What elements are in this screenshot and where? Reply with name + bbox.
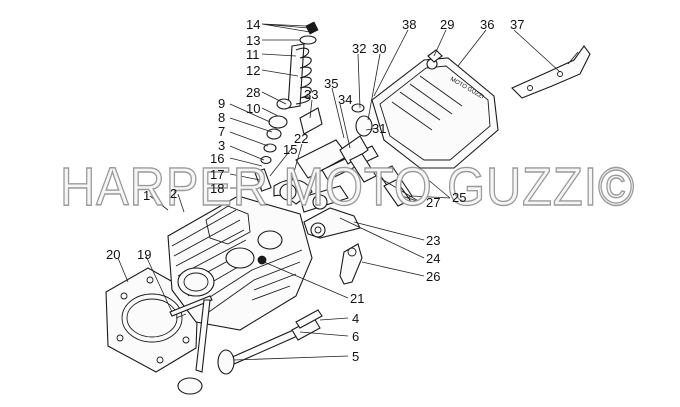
label-2: 2 [170, 186, 177, 201]
label-37: 37 [510, 17, 524, 32]
label-30: 30 [372, 41, 386, 56]
label-19: 19 [137, 247, 151, 262]
label-12: 12 [246, 63, 260, 78]
cover-bracket [511, 45, 591, 99]
label-29: 29 [440, 17, 454, 32]
label-28: 28 [246, 85, 260, 100]
watermark-text: HARPER MOTO GUZZI© [60, 157, 635, 217]
label-15: 15 [283, 142, 297, 157]
cylinder-head [167, 195, 313, 331]
callout-labels: 14 13 11 12 28 10 9 8 7 3 16 17 18 1 2 2… [106, 17, 524, 364]
label-26: 26 [426, 269, 440, 284]
valve [217, 327, 303, 375]
label-27: 27 [426, 195, 440, 210]
label-35: 35 [324, 76, 338, 91]
label-38: 38 [402, 17, 416, 32]
label-33: 33 [304, 87, 318, 102]
label-8: 8 [218, 110, 225, 125]
label-36: 36 [480, 17, 494, 32]
rocker-arm-26 [339, 243, 363, 285]
label-1: 1 [143, 188, 150, 203]
label-3: 3 [218, 138, 225, 153]
label-10: 10 [246, 101, 260, 116]
label-34: 34 [338, 92, 352, 107]
label-22: 22 [294, 131, 308, 146]
valve-spring-stack [254, 21, 319, 192]
valve-guide [291, 309, 323, 341]
label-21: 21 [350, 291, 364, 306]
label-24: 24 [426, 251, 440, 266]
label-16: 16 [210, 151, 224, 166]
label-31: 31 [372, 121, 386, 136]
label-11: 11 [246, 47, 260, 62]
label-14: 14 [246, 17, 260, 32]
label-9: 9 [218, 96, 225, 111]
label-13: 13 [246, 33, 260, 48]
label-17: 17 [210, 167, 224, 182]
exhaust-valve [177, 299, 211, 395]
cover-gasket [383, 179, 411, 207]
stud [169, 295, 213, 317]
label-4: 4 [352, 311, 359, 326]
label-23: 23 [426, 233, 440, 248]
valve-cover: MOTO GUZZI [371, 49, 499, 169]
label-18: 18 [210, 181, 224, 196]
label-6: 6 [352, 329, 359, 344]
label-25: 25 [452, 190, 466, 205]
label-20: 20 [106, 247, 120, 262]
leader-lines [117, 23, 561, 361]
label-5: 5 [352, 349, 359, 364]
label-32: 32 [352, 41, 366, 56]
label-7: 7 [218, 124, 225, 139]
